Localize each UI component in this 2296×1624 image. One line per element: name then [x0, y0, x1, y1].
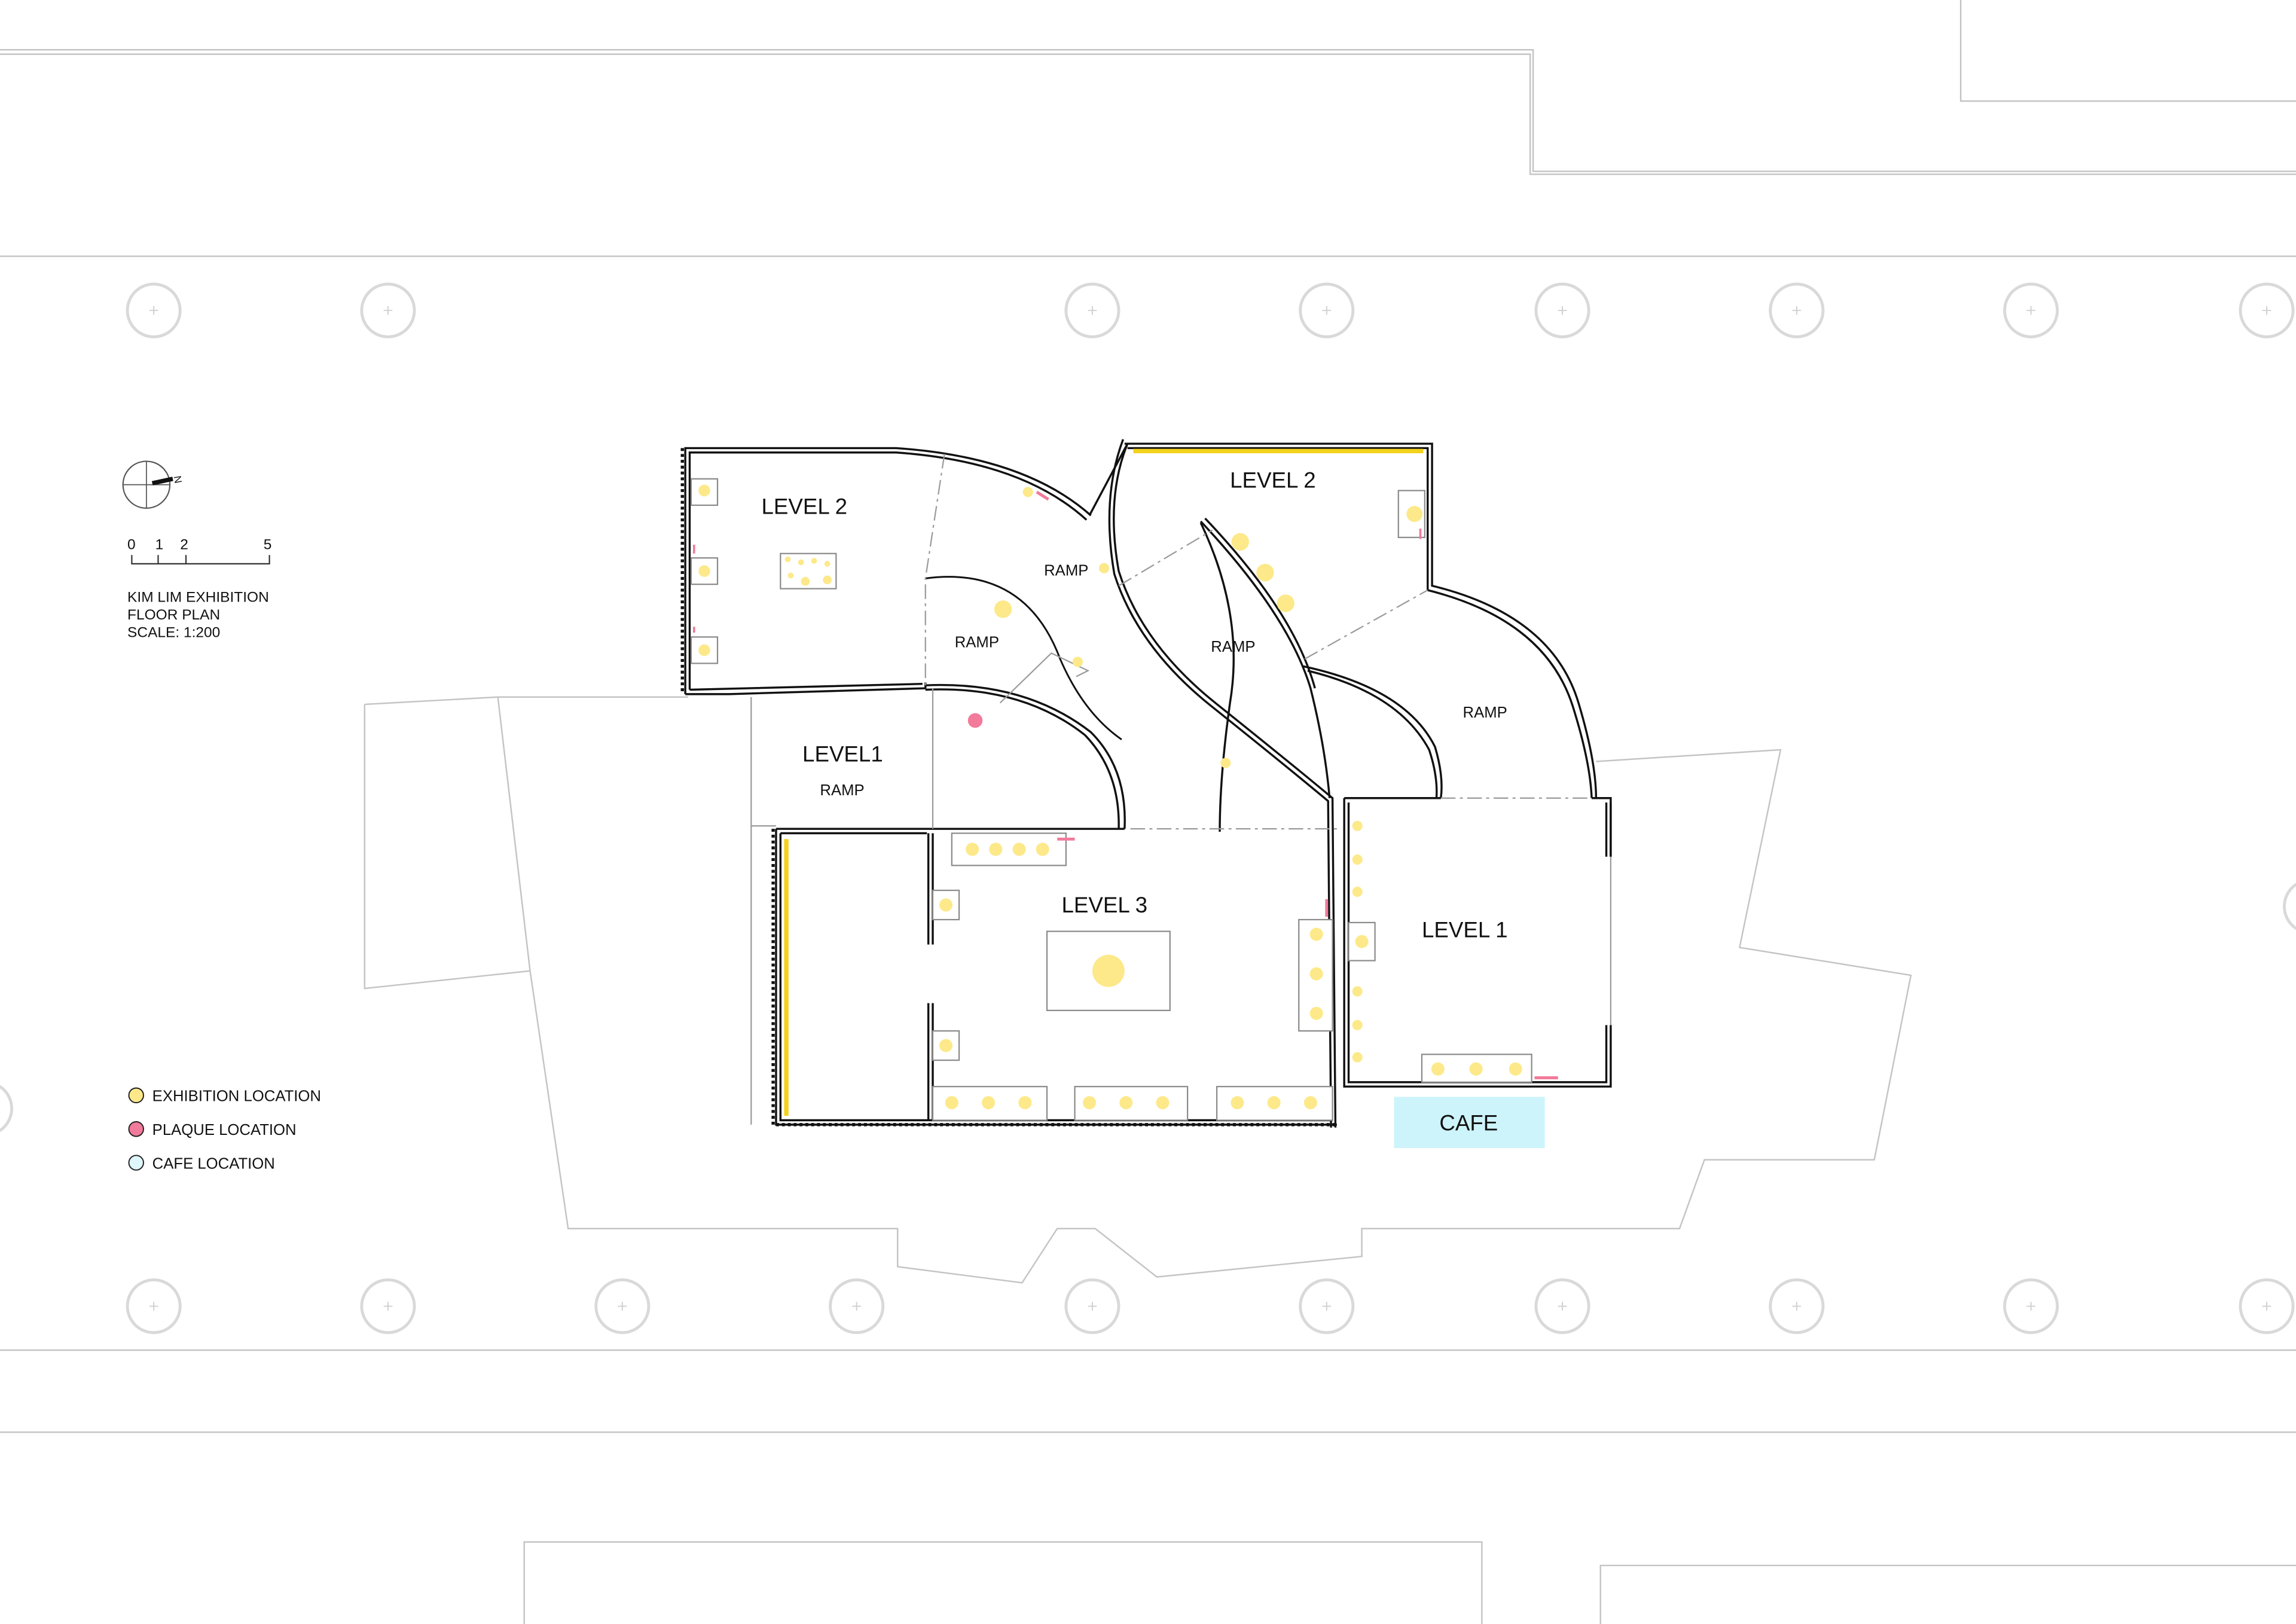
legend-swatch-plaque — [128, 1121, 144, 1137]
north-arrow-icon: N — [122, 460, 185, 509]
legend-label-plaque: PLAQUE LOCATION — [152, 1122, 297, 1138]
ramp-label: RAMP — [1211, 639, 1255, 655]
legend-swatch-exhibition — [128, 1087, 144, 1104]
column-crosses — [149, 306, 2271, 1311]
hatched-walls — [680, 448, 1337, 1127]
scale-tick-2: 2 — [180, 536, 188, 552]
legend-label-cafe: CAFE LOCATION — [152, 1155, 275, 1172]
scale-tick-0: 0 — [127, 536, 136, 552]
ramp-label: RAMP — [1463, 704, 1507, 721]
exhibition-locations — [698, 484, 1522, 1110]
room-label-cafe: CAFE — [1439, 1111, 1498, 1135]
column-row-top — [126, 282, 2295, 338]
scale-bar: 0 1 2 5 — [127, 536, 272, 564]
title-line-3: SCALE: 1:200 — [127, 624, 220, 640]
scale-tick-5: 5 — [264, 536, 272, 552]
legend: EXHIBITION LOCATION PLAQUE LOCATION CAFE… — [128, 1087, 321, 1172]
exhibit-plinths — [690, 478, 1532, 1121]
ramp-label: RAMP — [1044, 562, 1088, 579]
room-label-level1-east: LEVEL 1 — [1422, 917, 1508, 942]
column-row-bottom — [126, 1278, 2295, 1335]
partition-lines — [750, 454, 1611, 1125]
legend-label-exhibition: EXHIBITION LOCATION — [152, 1088, 321, 1105]
exhibition-wall-strips — [784, 448, 1424, 1116]
title-line-2: FLOOR PLAN — [127, 607, 220, 623]
gallery-walls — [684, 439, 1612, 1128]
scale-tick-1: 1 — [155, 536, 164, 552]
room-label-level2-west: LEVEL 2 — [761, 494, 847, 519]
ramp-label: RAMP — [955, 634, 999, 651]
room-label-level2-east: LEVEL 2 — [1230, 468, 1316, 493]
ramp-label: RAMP — [820, 782, 864, 799]
north-label: N — [172, 475, 185, 484]
cafe-area — [1394, 1097, 1545, 1149]
title-line-1: KIM LIM EXHIBITION — [127, 590, 269, 606]
title-block: KIM LIM EXHIBITION FLOOR PLAN SCALE: 1:2… — [127, 590, 269, 641]
legend-swatch-cafe — [128, 1155, 144, 1171]
room-label-level3: LEVEL 3 — [1062, 893, 1148, 917]
room-label-level1-west: LEVEL1 — [802, 742, 883, 767]
column-grid — [0, 282, 2296, 1335]
plaque-locations — [692, 490, 1558, 1079]
